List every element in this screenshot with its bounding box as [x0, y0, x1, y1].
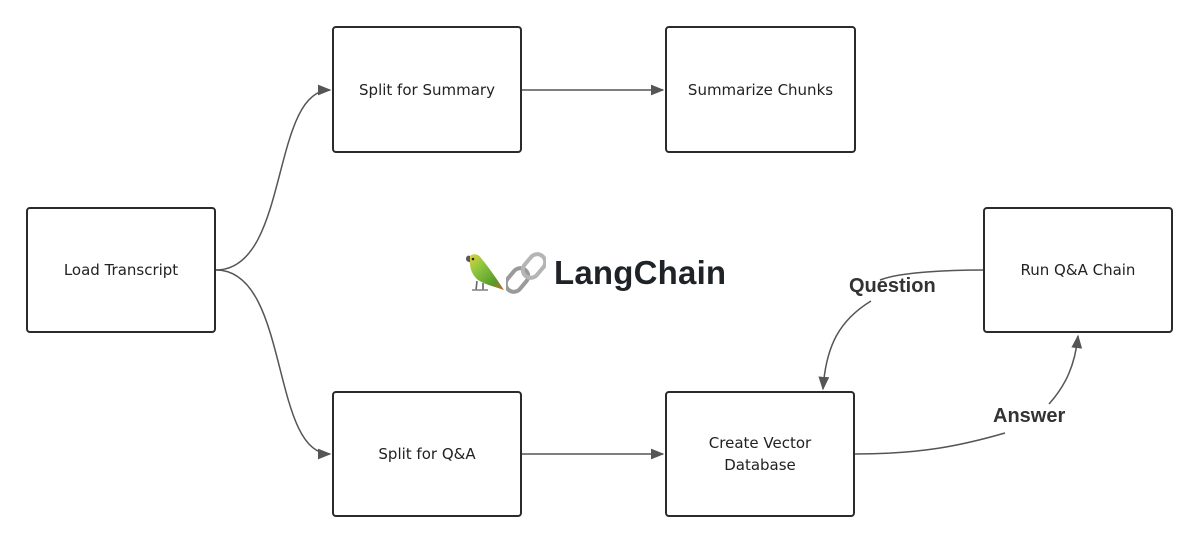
node-label: Load Transcript	[63, 261, 179, 279]
edge-label-question: Question	[849, 275, 936, 297]
node-label: Split for Q&A	[378, 445, 476, 463]
edge-question	[823, 269, 984, 389]
node-label-line1: Create Vector	[708, 434, 812, 452]
parrot-icon	[466, 254, 504, 291]
edge-load-to-split-summary	[215, 84, 332, 271]
chain-link-icon	[506, 252, 546, 294]
node-label: Run Q&A Chain	[1020, 261, 1136, 279]
node-label: Split for Summary	[359, 80, 495, 99]
edge-label-answer: Answer	[993, 405, 1066, 427]
node-create-vector-db[interactable]: Create Vector Database	[665, 391, 855, 517]
langchain-logo: LangChain	[462, 250, 726, 296]
node-split-summary[interactable]: Split for Summary	[332, 26, 522, 153]
node-run-qa-chain[interactable]: Run Q&A Chain	[983, 207, 1173, 333]
edge-load-to-split-qa	[215, 269, 332, 460]
logo-text: LangChain	[554, 254, 727, 291]
node-load-transcript[interactable]: Load Transcript	[26, 207, 216, 333]
node-label-line2: Database	[724, 456, 796, 474]
node-summarize-chunks[interactable]: Summarize Chunks	[665, 26, 856, 153]
node-split-qa[interactable]: Split for Q&A	[332, 391, 522, 517]
edge-answer	[854, 336, 1078, 455]
node-label: Summarize Chunks	[687, 80, 834, 99]
